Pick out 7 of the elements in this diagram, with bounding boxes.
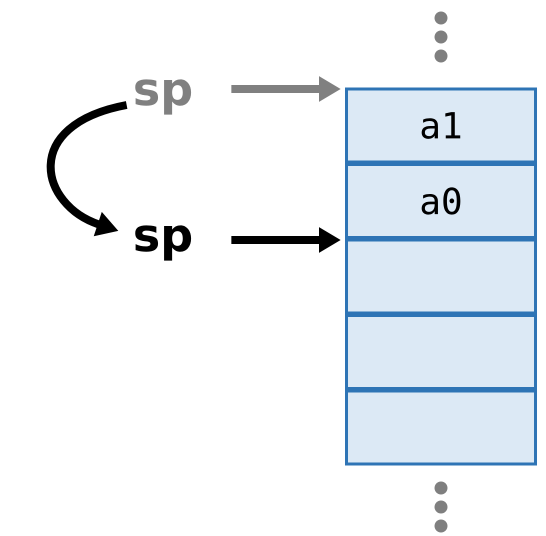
pointer-label: sp <box>135 79 192 115</box>
stack-cell <box>345 390 537 466</box>
stack-cell <box>345 238 537 314</box>
stack-cell <box>345 314 537 390</box>
stack-cell: a1 <box>345 88 537 164</box>
pointer-label: sp <box>135 225 192 261</box>
stack-cell: a0 <box>345 163 537 239</box>
